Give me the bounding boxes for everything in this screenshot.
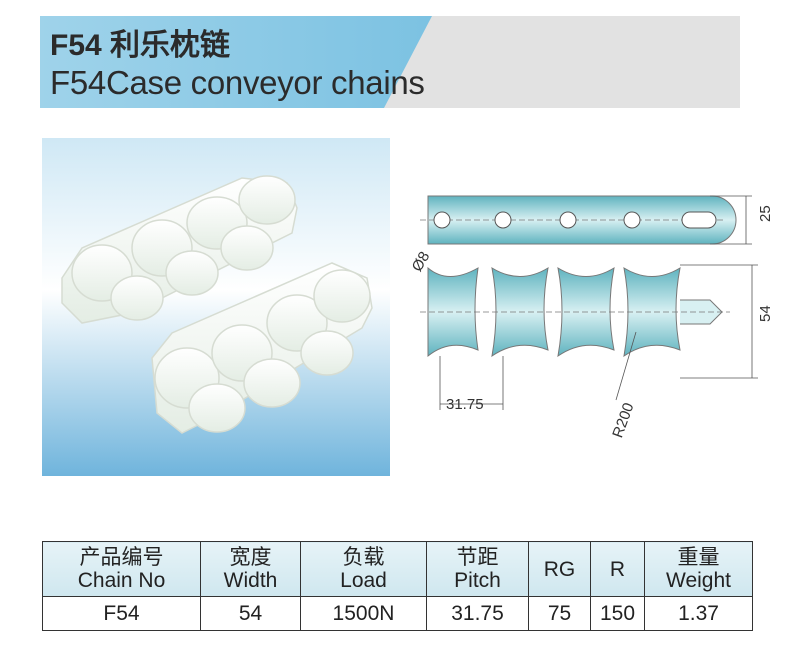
- cell-r: 150: [590, 596, 645, 631]
- cell-load: 1500N: [300, 596, 427, 631]
- dim-pitch: 31.75: [446, 396, 484, 413]
- cell-pitch: 31.75: [426, 596, 529, 631]
- table-row: F54 54 1500N 31.75 75 150 1.37: [42, 596, 753, 631]
- title-chinese: F54 利乐枕链: [50, 29, 231, 62]
- product-photo: [42, 138, 390, 476]
- top-view: [420, 195, 752, 245]
- dim-width-top: 25: [757, 205, 774, 222]
- dim-radius: R200: [609, 401, 637, 441]
- header-r: R: [590, 541, 645, 597]
- cell-width: 54: [200, 596, 301, 631]
- dim-height: 54: [757, 305, 774, 322]
- chain-segment-upper: [61, 175, 298, 324]
- side-view: [420, 264, 758, 410]
- title-english: F54Case conveyor chains: [50, 64, 425, 101]
- page-header: F54 利乐枕链 F54Case conveyor chains: [40, 16, 740, 108]
- product-photo-image: [42, 138, 390, 476]
- header-band: [40, 16, 740, 108]
- cell-weight: 1.37: [644, 596, 753, 631]
- cell-chain-no: F54: [42, 596, 201, 631]
- chain-segment-lower: [151, 262, 373, 434]
- technical-drawing: 25 Ø8 54 31.75 R200: [400, 160, 780, 460]
- cell-rg: 75: [528, 596, 591, 631]
- chain-dimension-drawing: 25 Ø8 54 31.75 R200: [409, 195, 774, 441]
- header-blue-band: [40, 16, 432, 108]
- header-rg: RG: [528, 541, 591, 597]
